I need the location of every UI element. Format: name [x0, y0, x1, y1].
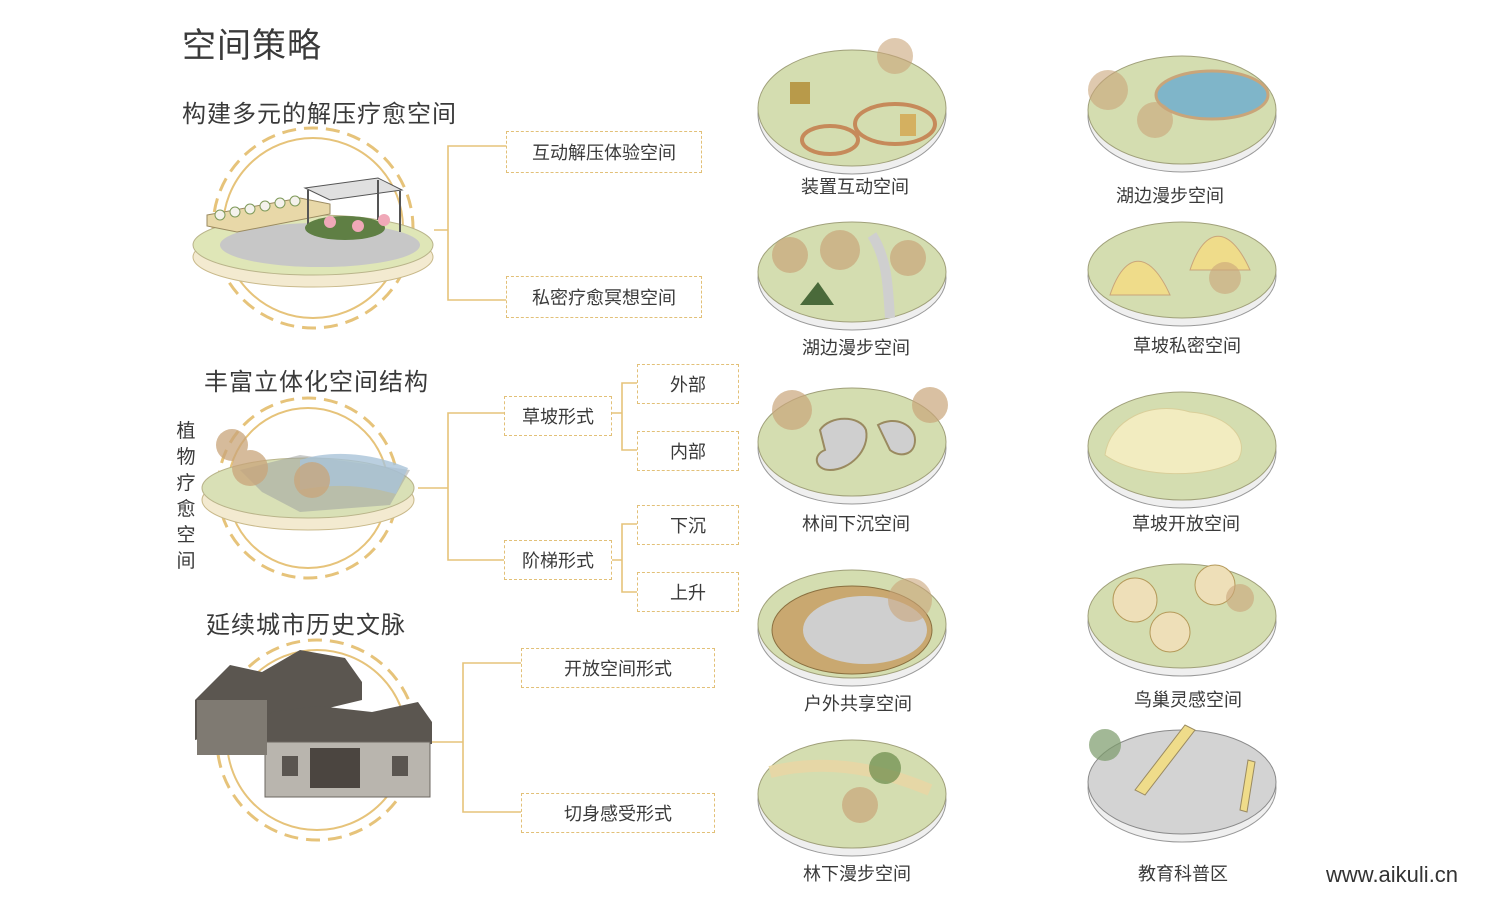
card-disc-4	[1087, 221, 1277, 327]
card-disc-6	[1087, 391, 1277, 509]
side-label-plant-healing: 植物疗愈空间	[176, 420, 196, 572]
box-interactive-relief: 互动解压体验空间	[506, 131, 702, 173]
card-disc-3	[757, 221, 947, 331]
section-2-title: 丰富立体化空间结构	[204, 368, 429, 396]
watermark: www.aikuli.cn	[1326, 862, 1459, 887]
card-label-7: 户外共享空间	[804, 694, 912, 715]
card-disc-10	[1087, 724, 1277, 843]
box-open-space-form: 开放空间形式	[521, 648, 715, 688]
box-inner: 内部	[637, 431, 739, 471]
card-label-2: 湖边漫步空间	[1116, 186, 1224, 207]
card-disc-9	[757, 739, 947, 857]
card-label-5: 林间下沉空间	[802, 514, 910, 535]
box-raised: 上升	[637, 572, 739, 612]
box-grass-slope: 草坡形式	[504, 396, 612, 436]
box-terrace: 阶梯形式	[504, 540, 612, 580]
card-disc-2	[1087, 55, 1277, 173]
box-outer: 外部	[637, 364, 739, 404]
card-label-4: 草坡私密空间	[1133, 336, 1241, 357]
card-disc-1	[757, 38, 947, 175]
card-label-9: 林下漫步空间	[803, 864, 911, 885]
section-3-title: 延续城市历史文脉	[206, 611, 406, 639]
box-sunken: 下沉	[637, 505, 739, 545]
box-private-meditation: 私密疗愈冥想空间	[506, 276, 702, 318]
card-label-10: 教育科普区	[1138, 864, 1228, 885]
box-personal-experience-form: 切身感受形式	[521, 793, 715, 833]
card-label-6: 草坡开放空间	[1132, 514, 1240, 535]
card-disc-8	[1087, 563, 1277, 677]
card-label-1: 装置互动空间	[801, 177, 909, 198]
section-1-title: 构建多元的解压疗愈空间	[182, 100, 457, 128]
card-label-8: 鸟巢灵感空间	[1134, 690, 1242, 711]
card-disc-7	[757, 569, 947, 687]
card-disc-5	[757, 387, 948, 505]
page-title: 空间策略	[182, 26, 322, 66]
card-label-3: 湖边漫步空间	[802, 338, 910, 359]
